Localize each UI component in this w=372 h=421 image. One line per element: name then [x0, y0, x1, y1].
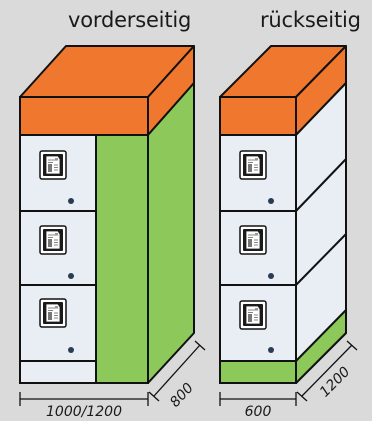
front-cabinet: 1000/1200 800 [19, 45, 206, 420]
status-dot [268, 198, 274, 204]
back-cabinet: 600 1200 [219, 45, 358, 420]
document-terminal-icon [239, 225, 267, 255]
front-depth-label: 800 [167, 380, 197, 411]
front-width-label: 1000/1200 [46, 404, 122, 420]
front-view-label: vorderseitig [68, 8, 192, 32]
back-depth-label: 1200 [317, 364, 354, 401]
back-view-label: rückseitig [260, 8, 361, 32]
front-green-door [95, 134, 149, 384]
back-front-base [219, 360, 297, 384]
back-width-label: 600 [245, 404, 272, 420]
status-dot [268, 347, 274, 353]
back-roof-front [219, 96, 297, 136]
document-terminal-icon [39, 298, 67, 328]
document-terminal-icon [39, 225, 67, 255]
document-terminal-icon [239, 300, 267, 330]
front-width-dimension [19, 392, 149, 406]
front-roof-front [19, 96, 149, 136]
back-depth-dimension [296, 340, 358, 402]
back-width-dimension [219, 392, 297, 406]
status-dot [68, 347, 74, 353]
front-side-panel [147, 82, 195, 384]
document-terminal-icon [239, 150, 267, 180]
status-dot [68, 198, 74, 204]
status-dot [68, 273, 74, 279]
status-dot [268, 273, 274, 279]
front-depth-dimension [148, 340, 206, 402]
document-terminal-icon [39, 150, 67, 180]
